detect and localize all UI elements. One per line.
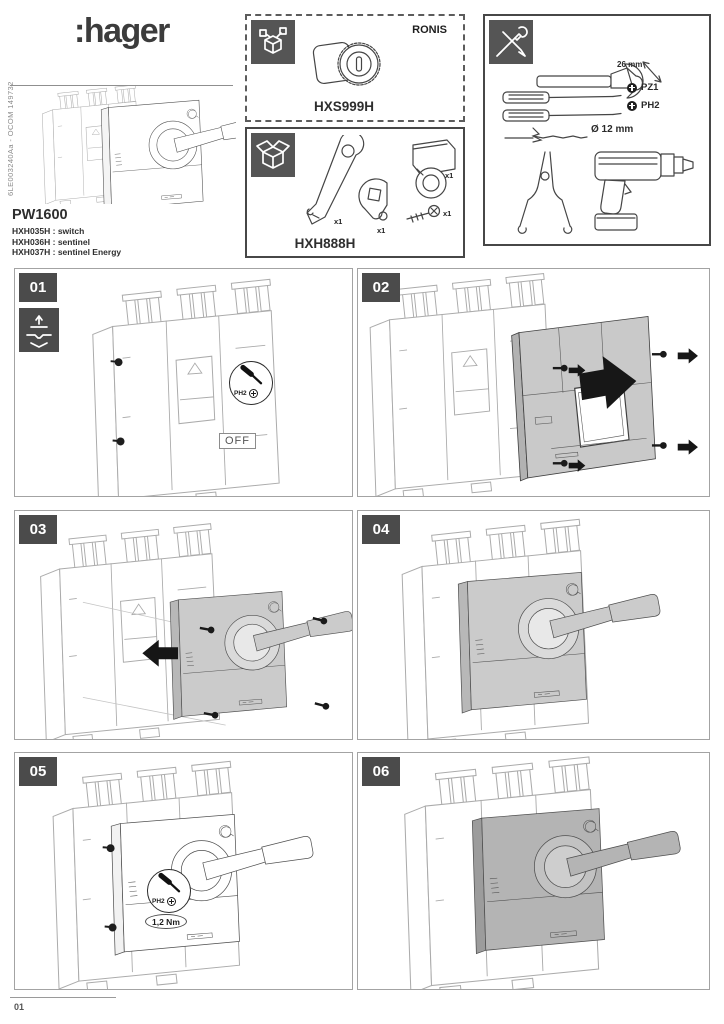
pozidriv-bit-icon: [627, 82, 637, 93]
footer-divider: [10, 997, 116, 998]
product-illustration: [42, 86, 236, 204]
step-number-badge: 02: [362, 273, 400, 302]
lock-cylinder-illustration: [312, 41, 381, 86]
page-number: 01: [14, 1002, 25, 1012]
step-02-illustration: [369, 273, 698, 496]
model-line: HXH036H : sentinel: [12, 236, 90, 247]
wrench-size-label: 26 mm: [617, 60, 643, 69]
step-number-badge: 04: [362, 515, 400, 544]
header-divider: [10, 85, 233, 86]
tools-illustration: [502, 61, 694, 234]
remove-cover-icon: [19, 308, 59, 352]
tools-box: 26 mm PZ1 PH2 Ø 12 mm: [483, 14, 711, 246]
product-name: PW1600: [12, 207, 68, 223]
step-04-illustration: [401, 518, 661, 739]
phillips-icon: [248, 389, 258, 398]
kit-parts-illustration: [306, 135, 456, 225]
product-model-list: HXH035H : switch HXH036H : sentinel HXH0…: [12, 226, 121, 258]
switch-off-label: OFF: [219, 433, 256, 449]
screwdriver-callout: PH2: [229, 361, 273, 405]
kit-reference: HXH888H: [294, 236, 356, 251]
callout-tool-label: PH2: [234, 390, 247, 397]
quantity-label: x1: [377, 226, 386, 235]
bit-pz1-label: PZ1: [641, 82, 659, 93]
hager-logo: :hager: [74, 12, 170, 50]
step-panel-06: 06: [357, 752, 710, 990]
phillips-bit-icon: [627, 100, 637, 111]
screwdriver-icon: [158, 872, 181, 893]
step-number-badge: 06: [362, 757, 400, 786]
step-03-illustration: [40, 523, 352, 739]
unpack-icon: [251, 20, 295, 64]
step-01-illustration: [92, 278, 280, 496]
bit-ph2-row: PH2: [627, 100, 659, 111]
step-number-badge: 03: [19, 515, 57, 544]
drill-diameter-label: Ø 12 mm: [591, 124, 634, 135]
bit-ph2-label: PH2: [641, 100, 660, 111]
step-panel-05: 05 PH2 1,2 Nm: [14, 752, 353, 990]
step-panel-01: 01 PH2 OFF: [14, 268, 353, 497]
step-panel-03: 03: [14, 510, 353, 740]
model-line: HXH035H : switch: [12, 226, 85, 236]
quantity-label: x1: [443, 209, 452, 218]
step-06-illustration: [404, 756, 681, 989]
torque-label: 1,2 Nm: [145, 914, 187, 929]
document-reference: 6LE003240Aa - OCOM 149732: [6, 81, 15, 196]
accessory-box-ronis: RONIS HXS999H: [245, 14, 465, 122]
quantity-label: x1: [334, 217, 343, 226]
lock-brand-label: RONIS: [412, 24, 447, 36]
step-number-badge: 01: [19, 273, 57, 302]
step-number-badge: 05: [19, 757, 57, 786]
bit-pz1-row: PZ1: [627, 82, 658, 93]
lock-reference: HXS999H: [313, 99, 375, 114]
model-line: HXH037H : sentinel Energy: [12, 247, 122, 257]
screwdriver-icon: [240, 364, 263, 385]
quantity-label: x1: [445, 171, 454, 180]
step-05-illustration: [52, 760, 314, 989]
step-panel-04: 04: [357, 510, 710, 740]
phillips-icon: [166, 897, 176, 906]
step-panel-02: 02: [357, 268, 710, 497]
callout-tool-label: PH2: [152, 898, 165, 905]
package-icon: [251, 133, 295, 177]
tools-icon: [489, 20, 533, 64]
screwdriver-callout: PH2: [147, 869, 191, 913]
kit-box: x1 x1 x1 x1 HXH888H: [245, 127, 465, 258]
